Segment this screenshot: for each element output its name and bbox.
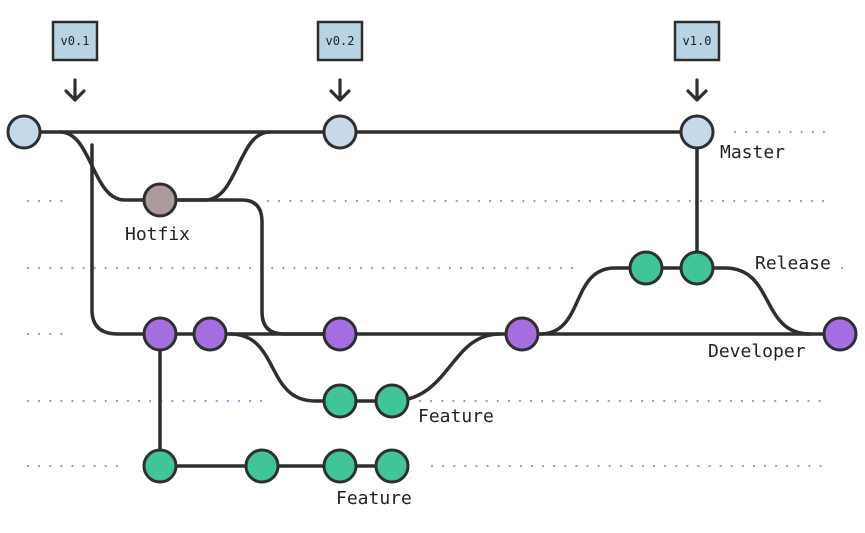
hotfix-merge-master (158, 130, 272, 202)
tag-v01-arrow-icon (64, 78, 86, 102)
release-branch (538, 266, 812, 336)
hotfix-merge-develop (178, 198, 342, 336)
develop-branch-out (90, 143, 162, 336)
feature2-commits (142, 448, 410, 484)
tag-v01-label: v0.1 (61, 34, 90, 48)
commit-master-1 (6, 114, 42, 150)
label-hotfix: Hotfix (125, 224, 190, 245)
label-feature-1: Feature (418, 406, 494, 427)
commit-feature2-1 (142, 448, 178, 484)
label-release: Release (755, 253, 831, 274)
label-master: Master (720, 142, 785, 163)
release-commits (628, 250, 715, 286)
commit-hotfix-1 (142, 182, 178, 218)
master-commits (6, 114, 715, 150)
commit-master-3 (679, 114, 715, 150)
commit-develop-1 (142, 316, 178, 352)
tag-v10-arrow-icon (686, 78, 708, 102)
feature1-branch (228, 332, 502, 403)
commit-develop-2 (192, 316, 228, 352)
commit-release-2 (679, 250, 715, 286)
commit-feature1-1 (322, 383, 358, 419)
tag-v02-label: v0.2 (326, 34, 355, 48)
tag-v10: v1.0 (673, 20, 721, 102)
hotfix-commits (142, 182, 178, 218)
hotfix-branch-out (58, 130, 162, 202)
tag-v02-arrow-icon (329, 78, 351, 102)
lane-guides (26, 130, 844, 468)
tag-v02-box (316, 20, 364, 62)
commit-release-1 (628, 250, 664, 286)
commit-develop-5 (822, 316, 858, 352)
tag-v10-box (673, 20, 721, 62)
commit-develop-4 (504, 316, 540, 352)
label-feature-2: Feature (336, 488, 412, 509)
tag-v02: v0.2 (316, 20, 364, 102)
tag-v01-box (51, 20, 99, 62)
commit-feature2-4 (374, 448, 410, 484)
commit-feature2-2 (244, 448, 280, 484)
commit-master-2 (322, 114, 358, 150)
label-developer: Developer (708, 341, 806, 362)
commit-develop-3 (322, 316, 358, 352)
develop-commits (142, 316, 858, 352)
tag-v10-label: v1.0 (683, 34, 712, 48)
feature1-commits (322, 383, 410, 419)
commit-feature1-2 (374, 383, 410, 419)
commit-feature2-3 (322, 448, 358, 484)
tag-v01: v0.1 (51, 20, 99, 102)
